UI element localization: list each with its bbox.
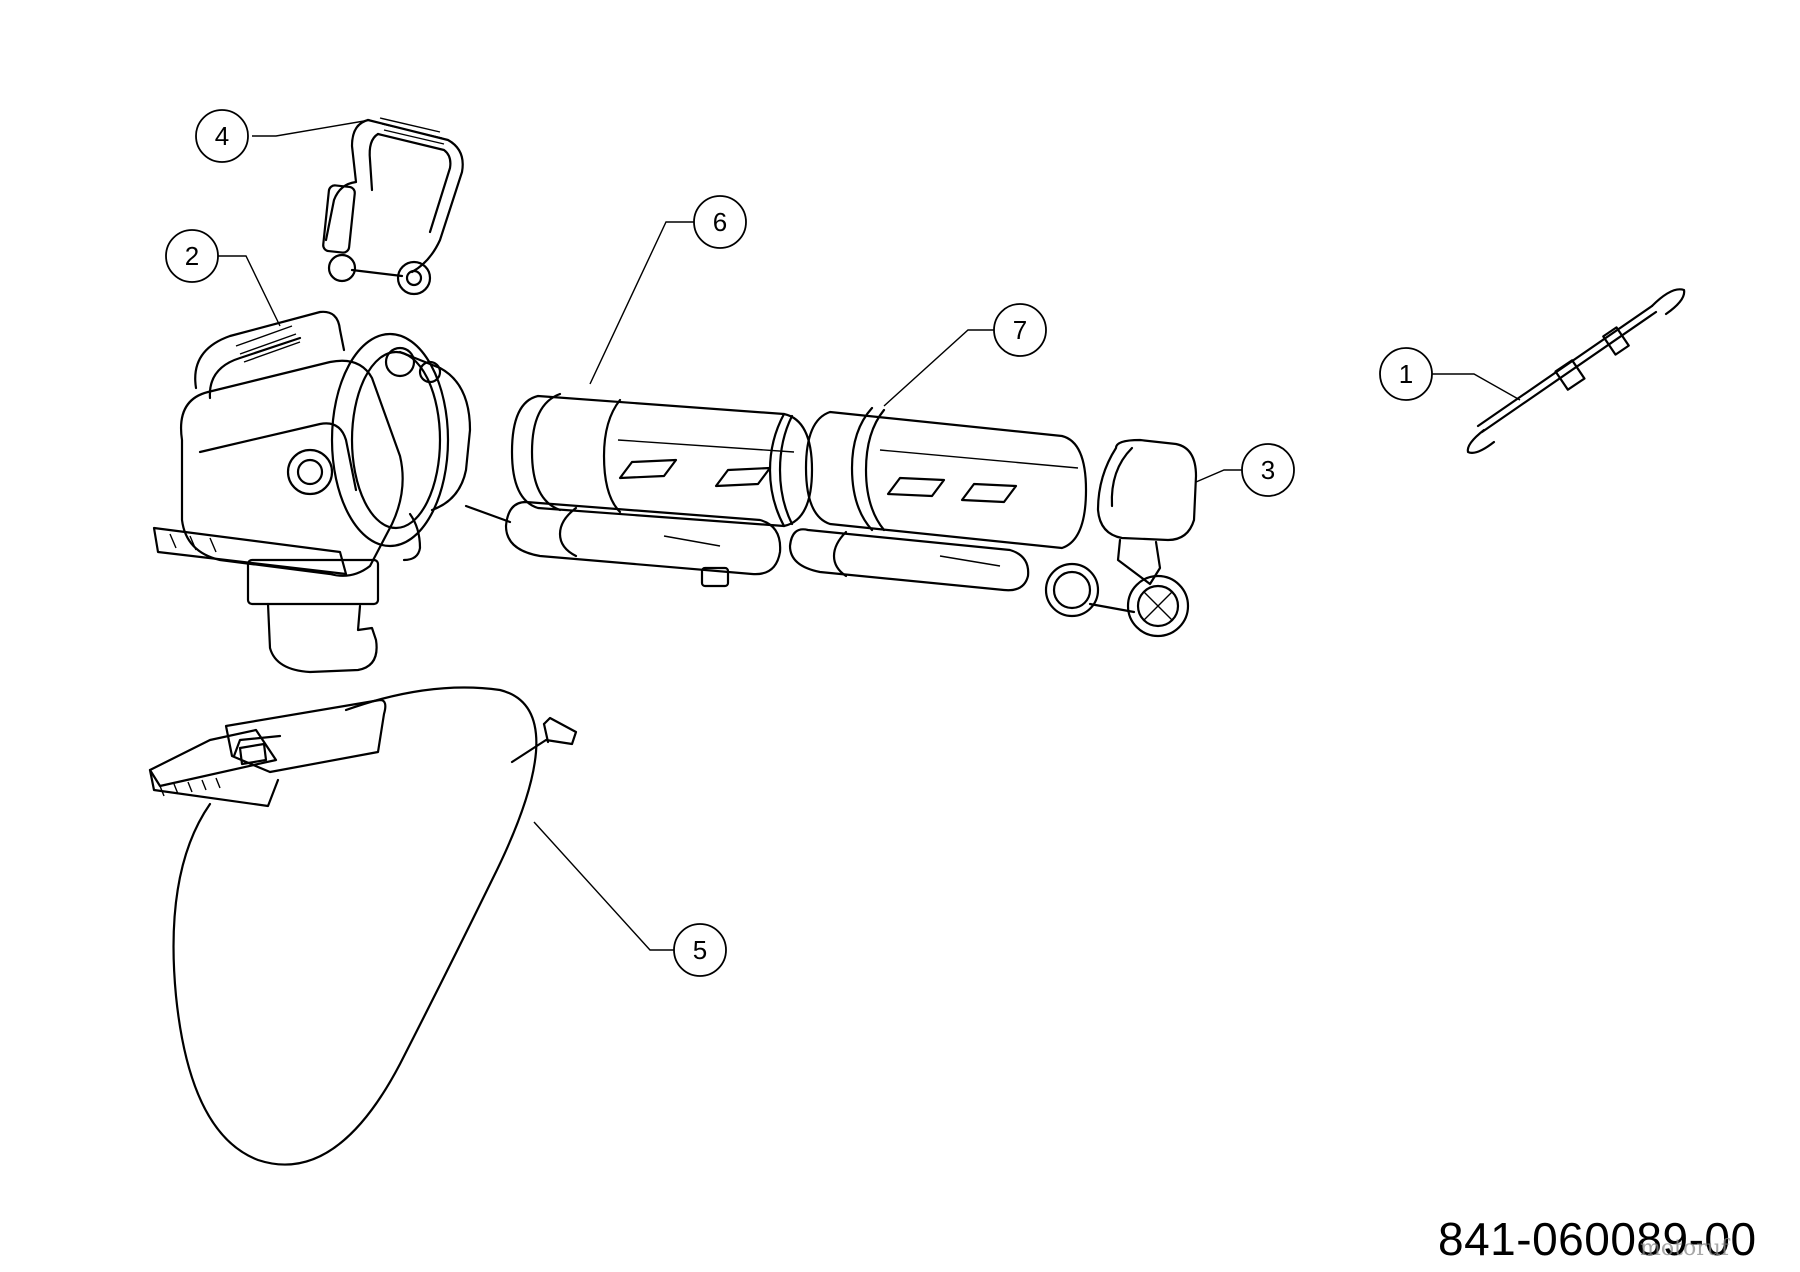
callout-6: 6: [693, 195, 747, 249]
callout-7: 7: [993, 303, 1047, 357]
part-tube-7: [788, 406, 1088, 592]
callout-label-6: 6: [713, 207, 727, 237]
part-collection-bag: [148, 686, 578, 1166]
part-nozzle-wheels: [1044, 438, 1198, 638]
callout-label-5: 5: [693, 935, 707, 965]
callout-label-7: 7: [1013, 315, 1027, 345]
callout-2: 2: [165, 229, 219, 283]
leader-7: [883, 329, 994, 407]
callout-1: 1: [1379, 347, 1433, 401]
leader-6: [589, 221, 694, 385]
callout-label-1: 1: [1399, 359, 1413, 389]
callout-label-2: 2: [185, 241, 199, 271]
leader-1: [1432, 373, 1521, 401]
part-tube-6: [464, 392, 814, 588]
leader-4: [252, 119, 371, 137]
part-handle: [322, 117, 464, 296]
part-blower-housing: [152, 310, 472, 674]
callout-label-4: 4: [215, 121, 229, 151]
leader-5: [533, 821, 674, 951]
diagram-number: 841-060089-00: [1438, 1213, 1757, 1265]
leader-3: [1195, 469, 1242, 483]
callout-3: 3: [1241, 443, 1295, 497]
leader-2: [218, 255, 281, 327]
callout-4: 4: [195, 109, 249, 163]
part-strap: [1466, 288, 1686, 454]
leader-lines: [218, 119, 1521, 951]
watermark-logo: motoruf: [1640, 1236, 1730, 1261]
callout-5: 5: [673, 923, 727, 977]
callout-label-3: 3: [1261, 455, 1275, 485]
